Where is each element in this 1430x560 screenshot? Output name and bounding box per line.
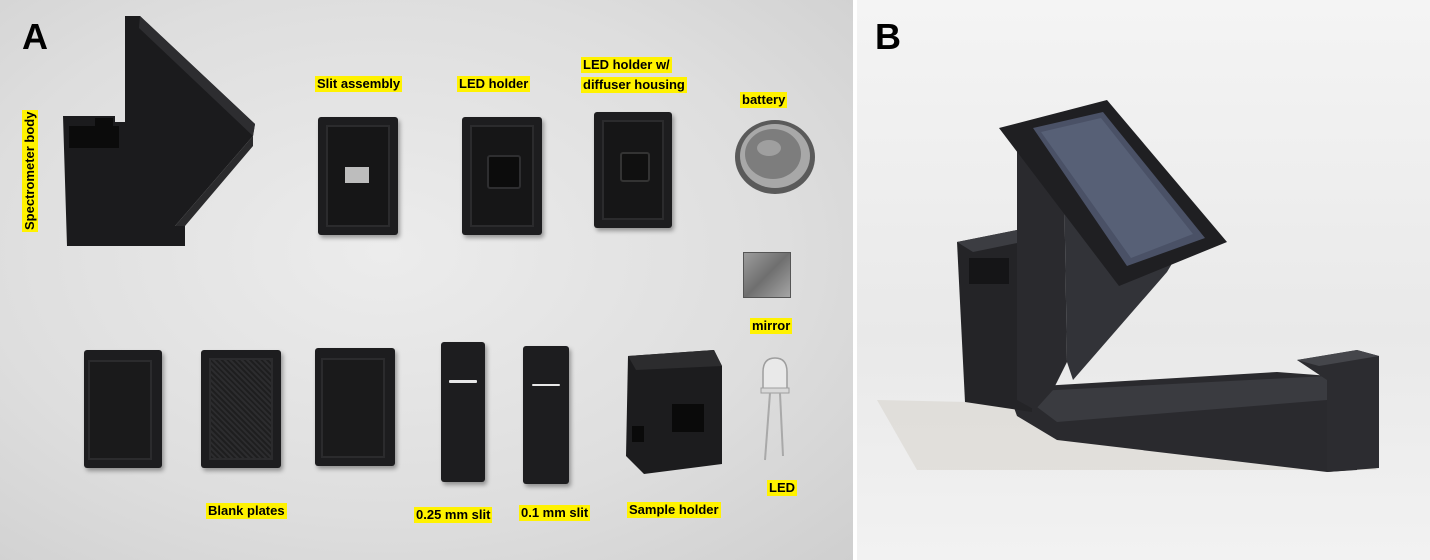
label-led: LED bbox=[767, 480, 797, 496]
slit-assembly bbox=[318, 117, 398, 235]
blank-plate-1 bbox=[84, 350, 162, 468]
blank-plate-2 bbox=[201, 350, 281, 468]
label-led-holder: LED holder bbox=[457, 76, 531, 92]
slit-01mm bbox=[523, 346, 569, 484]
spectrometer-body bbox=[63, 16, 255, 246]
label-led-holder-diffuser-2: diffuser housing bbox=[581, 77, 687, 93]
panel-a-parts-layout: A Spectrometer body Slit assembly LED ho… bbox=[0, 0, 853, 560]
panel-a-letter: A bbox=[22, 16, 48, 57]
label-sample-holder: Sample holder bbox=[627, 502, 721, 518]
label-spectrometer-body: Spectrometer body bbox=[22, 109, 38, 232]
led-holder-diffuser bbox=[594, 112, 672, 228]
assembled-spectrometer bbox=[877, 100, 1379, 472]
label-mirror: mirror bbox=[750, 318, 793, 334]
led-holder bbox=[462, 117, 542, 235]
battery-coin-cell bbox=[735, 120, 815, 194]
label-blank-plates: Blank plates bbox=[206, 503, 287, 519]
mirror bbox=[743, 252, 791, 298]
blank-plate-3 bbox=[315, 348, 395, 466]
panel-b-letter: B bbox=[875, 16, 901, 57]
label-battery: battery bbox=[740, 92, 788, 108]
label-slit-01: 0.1 mm slit bbox=[519, 505, 591, 521]
led-component bbox=[760, 357, 790, 461]
sample-holder bbox=[626, 350, 722, 474]
slit-025mm bbox=[441, 342, 485, 482]
label-led-holder-diffuser-1: LED holder w/ bbox=[581, 57, 672, 73]
panel-b-assembled-spectrometer: B bbox=[857, 0, 1430, 560]
label-slit-assembly: Slit assembly bbox=[315, 76, 403, 92]
label-slit-025: 0.25 mm slit bbox=[414, 507, 493, 523]
